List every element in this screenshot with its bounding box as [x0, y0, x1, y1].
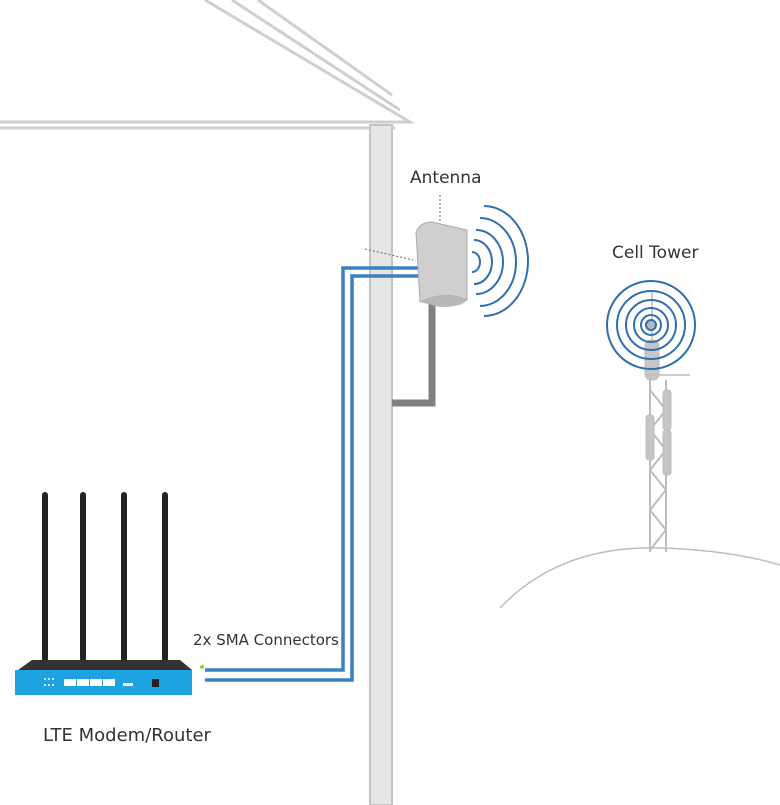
router-label: LTE Modem/Router [43, 725, 211, 746]
pole [369, 124, 393, 805]
lte-router [15, 492, 204, 695]
tower-signal-icon [606, 280, 696, 370]
connectors-label: 2x SMA Connectors [193, 631, 339, 649]
antenna-mount [392, 300, 436, 407]
antenna-label: Antenna [410, 168, 482, 188]
cell-tower-label: Cell Tower [612, 243, 699, 263]
sma-cables [205, 266, 418, 682]
hill [499, 547, 780, 609]
leader-lines [364, 195, 441, 261]
house-roof [0, 0, 416, 130]
antenna-panel [415, 221, 468, 307]
antenna-signal-icon [471, 205, 529, 317]
